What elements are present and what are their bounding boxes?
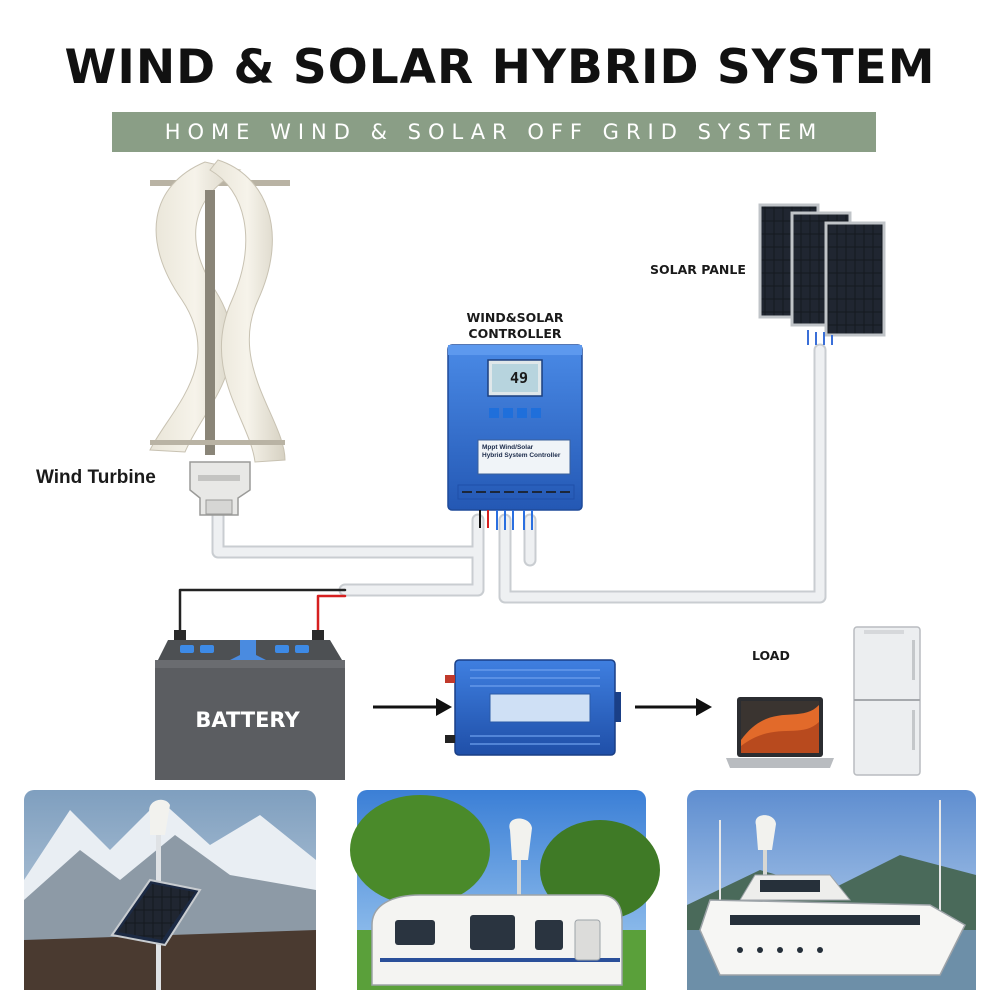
- controller-label-line2: CONTROLLER: [468, 326, 562, 341]
- battery-label: BATTERY: [195, 708, 300, 732]
- photo-yacht-harbor: [687, 790, 976, 990]
- solar-panel-label: SOLAR PANLE: [650, 262, 746, 277]
- photo-mountain-streetlight: [24, 790, 316, 990]
- subtitle-text: HOME WIND & SOLAR OFF GRID SYSTEM: [164, 120, 824, 144]
- photo-caravan: [350, 790, 660, 990]
- page-title: WIND & SOLAR HYBRID SYSTEM: [64, 40, 936, 95]
- laptop-load: [726, 697, 834, 768]
- controller-label-line1: WIND&SOLAR: [466, 310, 564, 325]
- subtitle-banner: HOME WIND & SOLAR OFF GRID SYSTEM: [112, 112, 876, 152]
- wind-turbine: [149, 159, 290, 516]
- battery-positive-wire: [316, 594, 347, 637]
- controller-label: WIND&SOLAR CONTROLLER: [440, 310, 590, 342]
- load-label: LOAD: [752, 648, 790, 663]
- battery-negative-wire: [178, 588, 347, 637]
- hybrid-controller: [447, 344, 583, 530]
- flow-arrows: [373, 698, 712, 716]
- power-inverter: [445, 659, 621, 756]
- controller-panel-line1: Mppt Wind/Solar: [482, 444, 534, 451]
- solar-panel-array: [758, 203, 886, 345]
- cable-network: [178, 343, 827, 637]
- controller-lcd-reading: 49: [510, 369, 529, 387]
- wind-turbine-label: Wind Turbine: [36, 467, 156, 488]
- refrigerator-load: [853, 626, 921, 776]
- controller-panel-line2: Hybrid System Controller: [482, 452, 561, 459]
- battery-unit: [155, 630, 345, 780]
